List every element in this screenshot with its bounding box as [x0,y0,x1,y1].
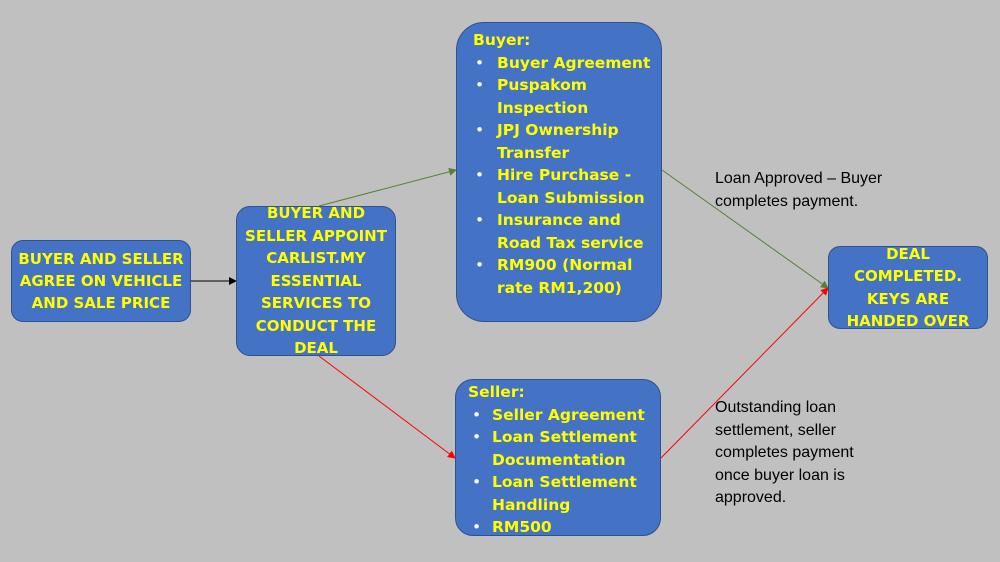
item-line: Handling [492,495,571,514]
list-item: • RM500 [472,516,650,539]
note-line: Outstanding loan [715,399,836,416]
bullet-icon: • [472,405,482,424]
node-text-line: HANDED OVER [846,312,970,330]
item-line: Puspakom [497,76,587,94]
item-line: Buyer Agreement [497,53,651,72]
node-text-line: AGREE ON VEHICLE [19,272,183,290]
bullet-icon: • [475,256,485,274]
node-text-line: COMPLETED. [853,267,963,285]
node-text-line: DEAL [886,244,930,263]
item-line: Loan Settlement [492,428,637,446]
bullet-icon: • [472,473,482,491]
bullet-icon: • [475,76,485,94]
arrow-appoint-to-buyer [318,167,457,207]
item-line: Transfer [497,143,570,162]
node-seller-services: Seller: • Seller Agreement • Loan Settleme… [455,379,661,536]
item-line: rate RM1,200) [497,278,622,297]
bullet-icon: • [475,211,485,229]
item-line: Inspection [497,98,589,117]
note-line: settlement, seller [715,421,836,439]
list-item: • Buyer Agreement [473,52,651,75]
item-line: Loan Submission [497,188,645,207]
bullet-icon: • [475,166,485,184]
node-text-line: SERVICES TO [260,294,372,313]
note-line: approved. [715,489,787,506]
note-line: Loan Approved – Buyer [715,170,883,187]
node-text-line: CARLIST.MY [266,249,366,268]
note-outstanding-loan: Outstanding loan settlement, seller comp… [715,397,885,510]
item-line: Documentation [492,450,626,469]
note-line: completes payment [715,444,854,461]
list-item: • RM900 (Normal rate RM1,200) [473,254,651,299]
arrow-appoint-to-seller [318,355,456,459]
bullet-icon: • [475,53,485,72]
node-text-line: BUYER AND [266,204,366,223]
note-line: completes payment. [715,192,859,210]
seller-title: Seller: [468,383,525,401]
item-line: Seller Agreement [492,405,645,424]
node-appoint-services: BUYER AND SELLER APPOINT CARLIST.MY ESSE… [236,204,396,357]
item-line: JPJ Ownership [497,121,619,139]
bullet-icon: • [472,428,482,446]
item-line: RM500 [492,518,552,536]
node-text-line: AND SALE PRICE [31,294,171,312]
node-text-line: DEAL [294,339,338,358]
note-loan-approved: Loan Approved – Buyer completes payment. [715,168,915,213]
node-text-line: KEYS ARE [866,289,950,308]
node-text-line: ESSENTIAL [270,271,362,290]
arrow-buyer-to-done [661,169,829,289]
node-text-line: BUYER AND SELLER [18,250,184,268]
node-agree-vehicle-price: BUYER AND SELLER AGREE ON VEHICLE AND SA… [11,240,191,322]
note-line: once buyer loan is [715,466,845,484]
node-text-line: CONDUCT THE [255,316,377,335]
list-item: • Seller Agreement [472,404,650,427]
item-line: Loan Settlement [492,473,637,491]
buyer-title: Buyer: [473,31,531,49]
list-item: • Hire Purchase - Loan Submission [473,164,651,209]
node-deal-completed: DEAL COMPLETED. KEYS ARE HANDED OVER [828,244,988,330]
bullet-icon: • [475,121,485,139]
node-text-line: SELLER APPOINT [245,226,387,245]
item-line: Hire Purchase - [497,166,632,184]
item-line: Insurance and [497,211,621,229]
item-line: RM900 (Normal [497,256,633,274]
bullet-icon: • [472,518,482,536]
arrow-seller-to-done [660,287,829,459]
item-line: Road Tax service [497,233,644,252]
